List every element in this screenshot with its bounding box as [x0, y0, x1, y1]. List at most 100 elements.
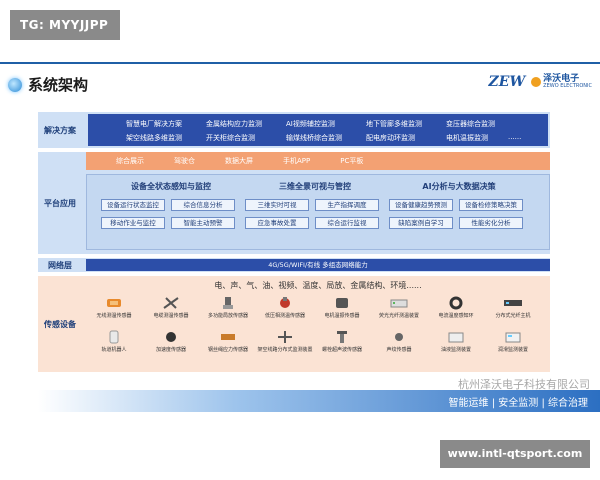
- capability-item: 设备健康趋势预测: [389, 199, 453, 211]
- temperature-sensor-icon: [107, 299, 121, 307]
- lubrication-monitor-icon: [505, 332, 521, 343]
- solution-item: 输煤线桥综合监测: [286, 134, 342, 142]
- solution-item: 金属结构应力监测: [206, 120, 262, 128]
- row-label-sensing: 传感设备: [44, 319, 76, 329]
- sensor-item: 分布式光纤主机: [485, 296, 541, 319]
- cable-sensor-icon: [163, 297, 179, 309]
- page-title: 系统架构: [28, 76, 89, 94]
- solution-item: 架空线路多维监测: [126, 134, 182, 142]
- network-row: 网络层 4G/5G/WIFI/有线 多组态网络能力: [38, 258, 550, 272]
- wire-rope-sensor-icon: [221, 334, 235, 340]
- capability-item: 缺陷案例自学习: [389, 217, 453, 229]
- sensor-label: 电机温振传感器: [324, 313, 360, 319]
- platform-column: AI分析与大数据决策: [389, 181, 529, 192]
- solution-item: 电机温振监测: [446, 134, 488, 142]
- fiber-sensor-icon: [390, 299, 408, 308]
- solution-item: 地下管廊多维监测: [366, 120, 422, 128]
- platform-row: 平台应用 综合展示 驾驶仓 数据大屏 手机APP PC平板 设备全状态感知与监控…: [38, 152, 550, 254]
- platform-column: 三维全景可视与管控: [245, 181, 385, 192]
- sensor-item: 油液监测装置: [428, 330, 484, 353]
- logo-en: ZEWO ELECTRONIC: [543, 83, 592, 90]
- solution-item-more: ......: [508, 133, 522, 141]
- capability-item: 智能主动预警: [171, 217, 235, 229]
- platform-column-title: 设备全状态感知与监控: [131, 182, 211, 191]
- solution-item: 智慧电厂解决方案: [126, 120, 182, 128]
- network-bar: 4G/5G/WIFI/有线 多组态网络能力: [86, 259, 550, 271]
- sensor-item: 螺栓超声波传感器: [314, 330, 370, 353]
- row-label-platform: 平台应用: [44, 198, 76, 208]
- display-item: 手机APP: [283, 157, 311, 165]
- solutions-box: 智慧电厂解决方案 金属结构应力监测 AI视频辅控监测 地下管廊多维监测 变压器综…: [88, 114, 548, 146]
- footer-bar: 智能运维 | 安全监测 | 综合治理: [38, 390, 600, 412]
- sensor-label: 钢丝绳应力传感器: [207, 347, 248, 353]
- sensor-label: 加速度传感器: [155, 347, 186, 353]
- bullet-icon: [8, 77, 22, 92]
- sensor-item: 多功能局放传感器: [200, 296, 256, 319]
- platform-capabilities: 设备全状态感知与监控 设备运行状态监控 综合信息分析 移动作业与监控 智能主动预…: [86, 174, 550, 250]
- sensor-label: 架空线路分布式监测装置: [257, 347, 313, 353]
- platform-display-bar: 综合展示 驾驶仓 数据大屏 手机APP PC平板: [86, 152, 550, 170]
- capability-item: 移动作业与监控: [101, 217, 165, 229]
- overhead-line-icon: [278, 331, 292, 343]
- display-item: PC平板: [340, 157, 364, 165]
- architecture-diagram: 解决方案 智慧电厂解决方案 金属结构应力监测 AI视频辅控监测 地下管廊多维监测…: [38, 112, 550, 408]
- solution-item: AI视频辅控监测: [286, 120, 335, 128]
- capability-item: 性能劣化分析: [459, 217, 523, 229]
- capability-item: 生产指挥调度: [315, 199, 379, 211]
- sensor-label: 声纹传感器: [386, 347, 412, 353]
- solutions-row: 解决方案 智慧电厂解决方案 金属结构应力监测 AI视频辅控监测 地下管廊多维监测…: [38, 112, 550, 148]
- solution-item: 变压器综合监测: [446, 120, 495, 128]
- sensor-item: 架空线路分布式监测装置: [257, 330, 313, 353]
- capability-item: 设备运行状态监控: [101, 199, 165, 211]
- sensor-label: 多功能局放传感器: [207, 313, 248, 319]
- logo-mark: ZEW: [488, 74, 526, 90]
- sensor-label: 荧光光纤测温装置: [378, 313, 419, 319]
- title-area: 系统架构: [8, 74, 88, 95]
- host-unit-icon: [504, 300, 522, 306]
- ring-sensor-icon: [449, 296, 463, 310]
- accelerometer-icon: [166, 332, 176, 342]
- row-label-solutions: 解决方案: [44, 125, 76, 135]
- sensor-label: 油液监测装置: [440, 347, 471, 353]
- sensing-row: 传感设备 电、声、气、油、视频、温度、局放、金属结构、环境...... 无线测温…: [38, 276, 550, 372]
- sensor-item: 荧光光纤测温装置: [371, 296, 427, 319]
- platform-column-title: AI分析与大数据决策: [422, 182, 496, 191]
- logo-dot-icon: [531, 77, 542, 87]
- sensor-label: 无线测温传感器: [96, 313, 132, 319]
- capability-item: 三维实时可视: [245, 199, 309, 211]
- tag-badge: TG: MYYJJPP: [10, 10, 120, 40]
- robot-icon: [109, 330, 119, 344]
- display-item: 综合展示: [116, 157, 144, 165]
- header-divider: [0, 62, 600, 64]
- capability-item: 应急事故处置: [245, 217, 309, 229]
- oil-monitor-icon: [448, 332, 464, 343]
- sensor-label: 螺栓超声波传感器: [321, 347, 362, 353]
- sensor-label: 电流温度感知环: [438, 313, 474, 319]
- solution-item: 开关柜综合监测: [206, 134, 255, 142]
- bolt-sensor-icon: [337, 331, 347, 343]
- sensor-label: 分布式光纤主机: [495, 313, 531, 319]
- low-voltage-sensor-icon: [280, 297, 290, 308]
- sensor-label: 轨道机器人: [101, 347, 127, 353]
- capability-item: 设备检修策略决策: [459, 199, 523, 211]
- footer-text: 智能运维 | 安全监测 | 综合治理: [448, 398, 588, 409]
- capability-item: 综合信息分析: [171, 199, 235, 211]
- watermark: 杭州泽沃电子科技有限公司: [458, 378, 590, 391]
- sensor-item: 钢丝绳应力传感器: [200, 330, 256, 353]
- sensor-item: 润滑监测装置: [485, 330, 541, 353]
- sensor-item: 低压相测温传感器: [257, 296, 313, 319]
- platform-column-title: 三维全景可视与管控: [279, 182, 351, 191]
- sensor-item: 电流温度感知环: [428, 296, 484, 319]
- row-label-network: 网络层: [48, 260, 72, 270]
- company-logo: ZEW 泽沃电子 ZEWO ELECTRONIC: [489, 74, 592, 90]
- display-item: 数据大屏: [225, 157, 253, 165]
- sensor-label: 润滑监测装置: [497, 347, 528, 353]
- sensor-item: 轨道机器人: [86, 330, 142, 353]
- motor-sensor-icon: [336, 298, 348, 308]
- logo-cn: 泽沃电子: [543, 73, 580, 84]
- acoustic-sensor-icon: [395, 333, 403, 341]
- discharge-sensor-icon: [223, 297, 233, 309]
- url-badge: www.intl-qtsport.com: [440, 440, 590, 468]
- logo-text: 泽沃电子 ZEWO ELECTRONIC: [543, 73, 592, 90]
- platform-column: 设备全状态感知与监控: [101, 181, 241, 192]
